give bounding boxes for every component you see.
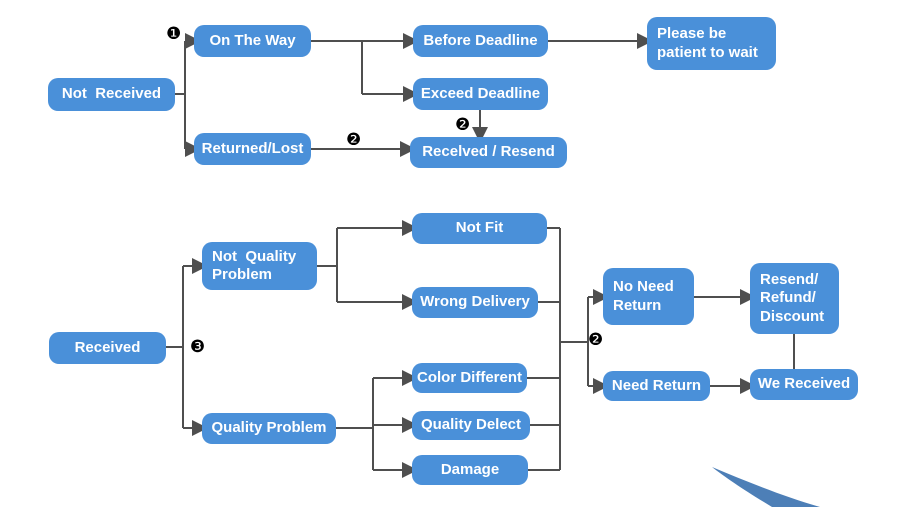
node-received-resend: Recelved / Resend bbox=[410, 137, 567, 168]
node-please-wait: Please be patient to wait bbox=[647, 17, 776, 70]
node-we-received: We Received bbox=[750, 369, 858, 400]
node-no-need-return: No Need Return bbox=[603, 268, 694, 325]
node-quality-delect: Quality Delect bbox=[412, 411, 530, 440]
node-before-deadline: Before Deadline bbox=[413, 25, 548, 57]
node-quality-problem: Quality Problem bbox=[202, 413, 336, 444]
node-damage: Damage bbox=[412, 455, 528, 485]
node-not-received: Not Received bbox=[48, 78, 175, 111]
step-3-badge: ❸ bbox=[190, 337, 206, 357]
node-returned-lost: Returned/Lost bbox=[194, 133, 311, 165]
node-resend-refund-discount: Resend/ Refund/ Discount bbox=[750, 263, 839, 334]
node-wrong-delivery: Wrong Delivery bbox=[412, 287, 538, 318]
node-not-fit: Not Fit bbox=[412, 213, 547, 244]
swoosh-graphic bbox=[712, 467, 820, 507]
node-color-different: Color Different bbox=[412, 363, 527, 393]
node-received: Received bbox=[49, 332, 166, 364]
step-2-badge-returned: ❷ bbox=[346, 130, 362, 150]
step-2-badge-return: ❷ bbox=[588, 330, 604, 350]
connectors bbox=[166, 33, 795, 478]
step-1-badge: ❶ bbox=[166, 24, 182, 44]
node-on-the-way: On The Way bbox=[194, 25, 311, 57]
node-need-return: Need Return bbox=[603, 371, 710, 401]
node-exceed-deadline: Exceed Deadline bbox=[413, 78, 548, 110]
step-2-badge-deadline: ❷ bbox=[455, 115, 471, 135]
node-not-quality-problem: Not Quality Problem bbox=[202, 242, 317, 290]
